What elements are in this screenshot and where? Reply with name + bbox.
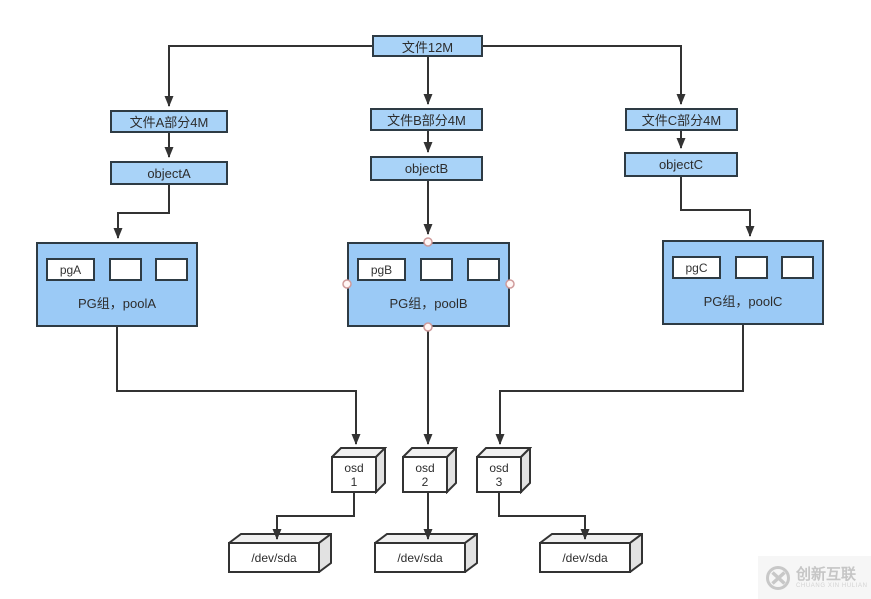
node-file-part-b[interactable]: 文件B部分4M	[370, 108, 483, 131]
pg-box-pgb-label: pgB	[370, 262, 393, 277]
cube-shape	[537, 532, 645, 574]
pg-row-c: pgC	[672, 256, 814, 279]
node-object-c-label: objectC	[658, 157, 704, 172]
node-object-b-label: objectB	[404, 161, 449, 176]
pg-box-pgc-label: pgC	[685, 260, 708, 275]
dev-sda-1-label: /dev/sda	[251, 550, 297, 565]
node-file-part-c-label: 文件C部分4M	[641, 113, 722, 128]
watermark-brand: 创新互联	[796, 565, 857, 583]
pg-box-pga[interactable]: pgA	[46, 258, 95, 281]
pg-box-empty[interactable]	[781, 256, 814, 279]
node-object-c[interactable]: objectC	[624, 152, 738, 177]
node-file-part-c[interactable]: 文件C部分4M	[625, 108, 738, 131]
pg-box-pgb[interactable]: pgB	[357, 258, 406, 281]
node-pool-c[interactable]: pgC PG组，poolC	[662, 240, 824, 325]
cube-shape	[400, 445, 459, 495]
watermark: 创新互联 CHUANG XIN HULIAN	[758, 556, 871, 599]
pg-box-empty[interactable]	[467, 258, 500, 281]
dev-sda-3-label: /dev/sda	[562, 550, 608, 565]
node-object-a[interactable]: objectA	[110, 161, 228, 185]
osd-3-label: osd 3	[489, 460, 509, 489]
cube-shape	[474, 445, 533, 495]
node-osd-3[interactable]: osd 3	[474, 445, 533, 495]
pg-box-empty[interactable]	[155, 258, 188, 281]
pool-a-label: PG组，poolA	[77, 296, 157, 311]
node-osd-2[interactable]: osd 2	[400, 445, 459, 495]
cube-shape	[226, 532, 334, 574]
watermark-text: 创新互联 CHUANG XIN HULIAN	[796, 565, 868, 589]
node-pool-a[interactable]: pgA PG组，poolA	[36, 242, 198, 327]
osd-2-label: osd 2	[415, 460, 435, 489]
node-dev-sda-3[interactable]: /dev/sda	[537, 532, 645, 574]
pg-row-b: pgB	[357, 258, 500, 281]
watermark-subtext: CHUANG XIN HULIAN	[796, 582, 868, 589]
node-file-part-a-label: 文件A部分4M	[129, 115, 209, 130]
node-object-b[interactable]: objectB	[370, 156, 483, 181]
pg-box-pgc[interactable]: pgC	[672, 256, 721, 279]
node-pool-b[interactable]: pgB PG组，poolB	[347, 242, 510, 327]
node-file-part-a[interactable]: 文件A部分4M	[110, 110, 228, 133]
node-file-part-b-label: 文件B部分4M	[387, 113, 466, 128]
node-object-a-label: objectA	[147, 165, 191, 181]
node-dev-sda-2[interactable]: /dev/sda	[372, 532, 480, 574]
node-file-12m[interactable]: 文件12M	[372, 35, 483, 57]
pg-box-pga-label: pgA	[59, 262, 82, 277]
osd-1-label: osd 1	[344, 460, 364, 489]
node-osd-1[interactable]: osd 1	[329, 445, 388, 495]
dev-sda-2-label: /dev/sda	[397, 550, 443, 565]
pool-b-label: PG组，poolB	[389, 296, 468, 311]
pg-box-empty[interactable]	[734, 256, 768, 279]
cube-shape	[329, 445, 388, 495]
node-dev-sda-1[interactable]: /dev/sda	[226, 532, 334, 574]
pg-box-empty[interactable]	[420, 258, 453, 281]
pg-box-empty[interactable]	[108, 258, 142, 281]
pg-row-a: pgA	[46, 258, 188, 281]
brand-logo-icon	[766, 565, 790, 590]
node-file-12m-label: 文件12M	[401, 39, 454, 55]
pool-c-label: PG组，poolC	[703, 294, 783, 309]
